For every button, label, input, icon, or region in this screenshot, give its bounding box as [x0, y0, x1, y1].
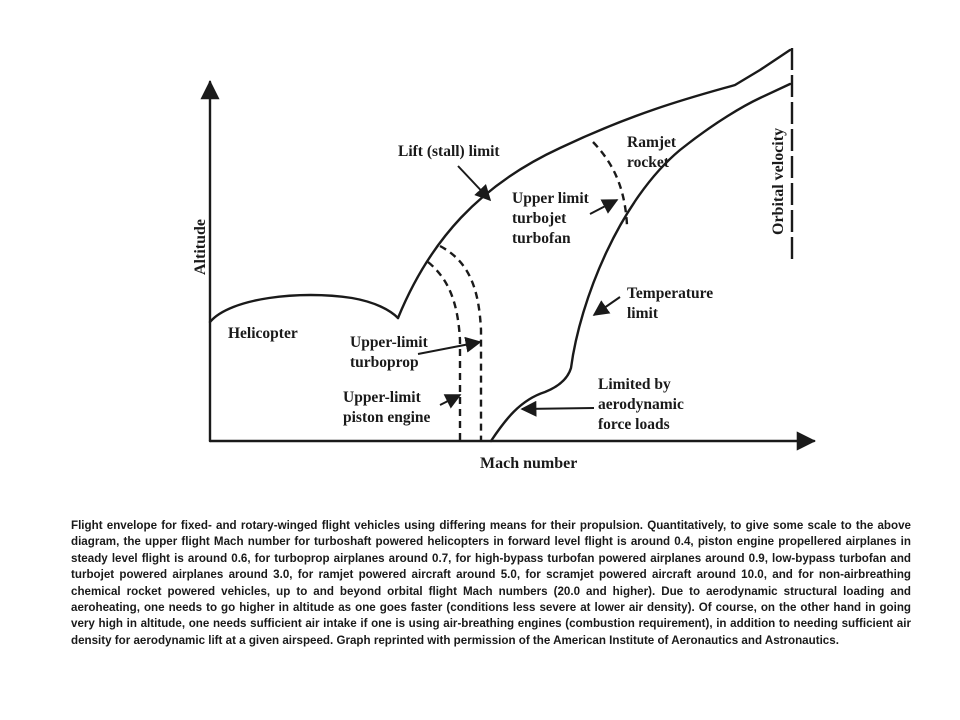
helicopter-label: Helicopter [228, 325, 298, 342]
aero-pointer-arrow [520, 400, 595, 417]
y-axis-label: Altitude [192, 219, 209, 275]
helicopter-limit-curve [208, 293, 400, 324]
flight-envelope-diagram: Mach number Altitude Orbital velocity Li… [192, 48, 816, 472]
turbojet-turbofan-limit-curve [592, 141, 629, 226]
piston-engine-limit-curve [427, 261, 462, 441]
temperature-pointer-arrow [592, 296, 621, 316]
orbital-velocity-label: Orbital velocity [770, 128, 787, 235]
temperature-limit-label: Temperature limit [627, 285, 717, 322]
piston-pointer-arrow [439, 394, 462, 409]
aerodynamic-limit-label: Limited by aerodynamic force loads [598, 376, 688, 433]
turbojet-pointer-arrow [589, 199, 619, 215]
upper-limit-piston-label: Upper-limit piston engine [343, 389, 431, 426]
lift-stall-limit-curve [396, 48, 792, 320]
upper-limit-turbojet-label: Upper limit turbojet turbofan [512, 190, 593, 247]
turboprop-limit-curve [439, 244, 483, 441]
lift-stall-limit-label: Lift (stall) limit [398, 143, 500, 160]
figure-caption: Flight envelope for fixed- and rotary-wi… [71, 519, 911, 647]
ramjet-rocket-label: Ramjet rocket [627, 134, 680, 171]
turboprop-pointer-arrow [417, 336, 482, 355]
upper-limit-turboprop-label: Upper-limit turboprop [350, 334, 432, 371]
temperature-limit-curve [489, 82, 792, 443]
x-axis-label: Mach number [480, 455, 577, 472]
lift-pointer-arrow [457, 165, 492, 202]
